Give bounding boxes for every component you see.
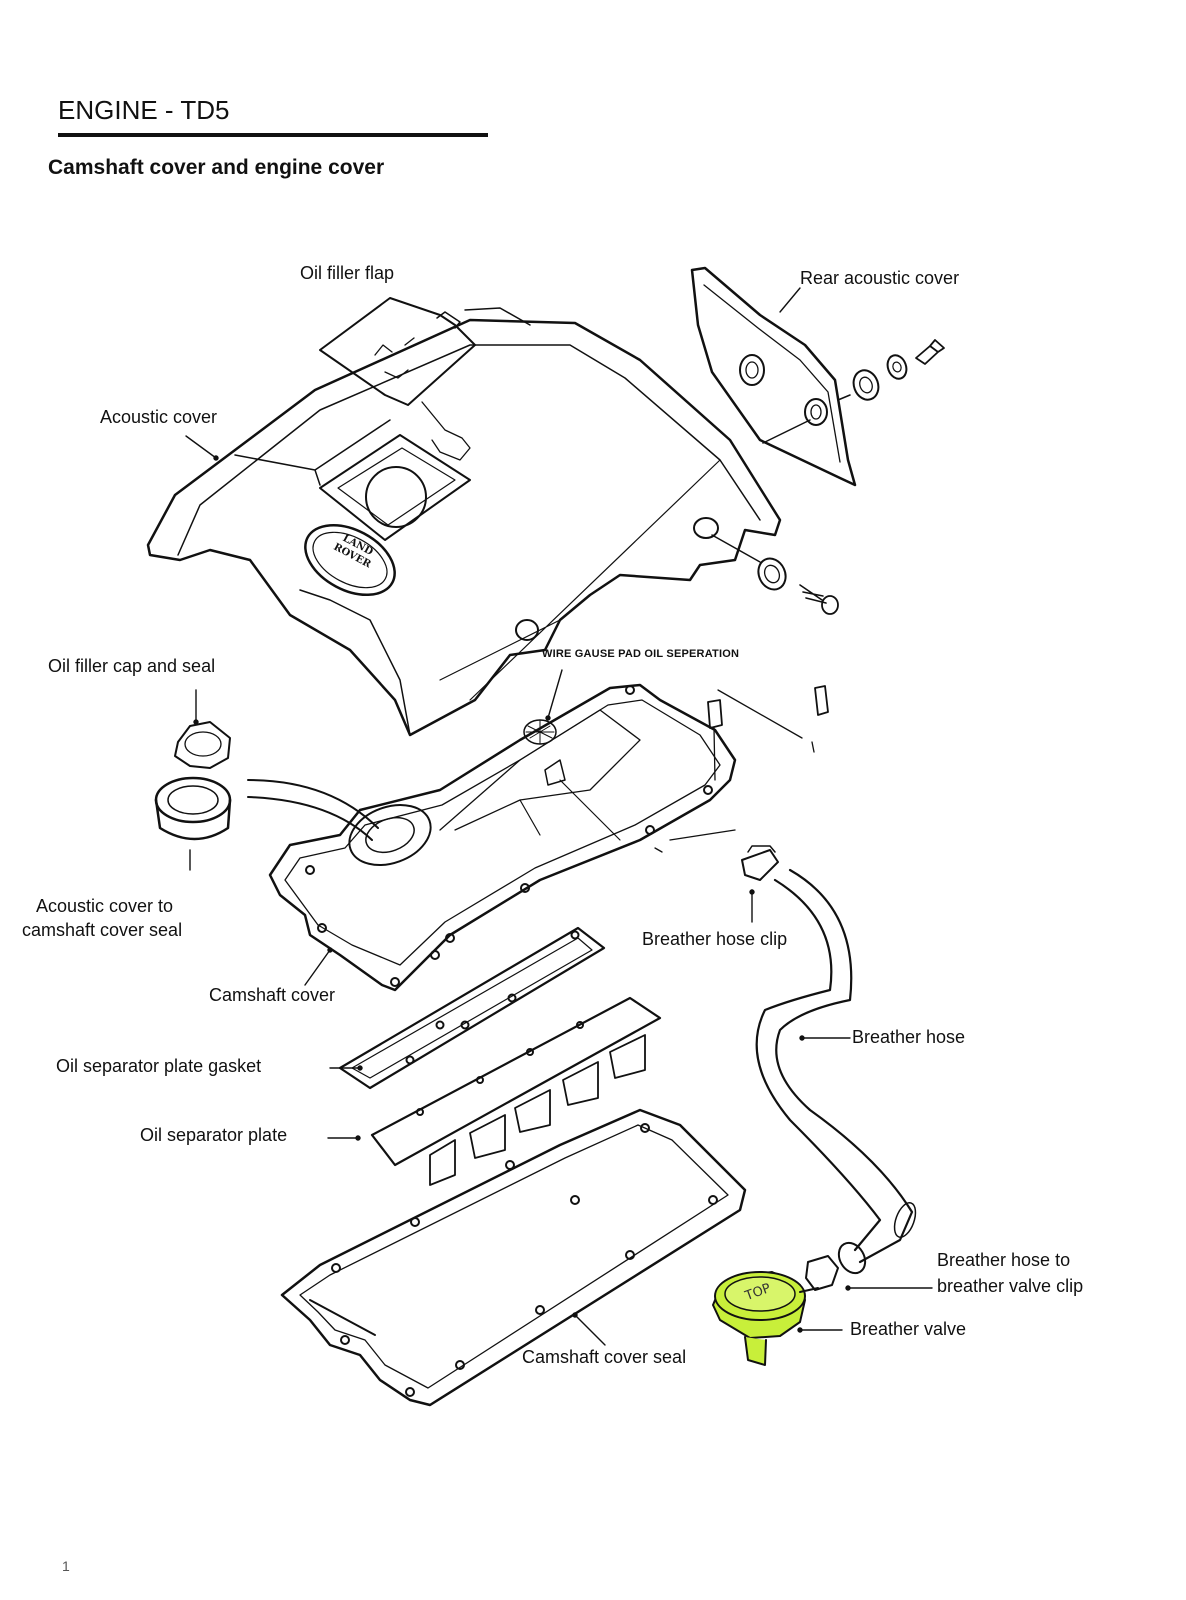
label-breather-valve: Breather valve [850, 1319, 967, 1339]
camshaft-cover-part [268, 683, 737, 992]
label-breather-valve-clip-line-2: breather valve clip [937, 1276, 1084, 1296]
label-breather-valve-clip-line-1: Breather hose to [937, 1250, 1071, 1270]
label-oil-separator-plate-gasket: Oil separator plate gasket [56, 1056, 262, 1076]
acoustic-cover-part [146, 318, 782, 737]
header-rule [58, 133, 488, 137]
label-acoustic-seal-line-1: Acoustic cover to [36, 896, 174, 916]
label-wire-gause-pad: WIRE GAUSE PAD OIL SEPERATION [542, 648, 740, 660]
label-breather-hose: Breather hose [852, 1027, 966, 1047]
label-breather-hose-clip: Breather hose clip [642, 929, 788, 949]
cover-bolts [654, 685, 829, 853]
rear-acoustic-cover-part [690, 266, 857, 487]
oil-separator-plate-part [370, 996, 662, 1186]
label-oil-filler-cap-and-seal: Oil filler cap and seal [48, 656, 216, 676]
wire-gause-pad-part [523, 719, 557, 745]
label-acoustic-cover: Acoustic cover [100, 407, 218, 427]
oil-separator-gasket-part [338, 926, 606, 1090]
oil-filler-cap-part [154, 721, 379, 841]
label-oil-filler-flap: Oil filler flap [300, 263, 395, 283]
section-title: ENGINE - TD5 [58, 95, 230, 125]
page-number: 1 [62, 1558, 70, 1574]
rear-fasteners [852, 339, 945, 401]
breather-valve-clip-part [805, 1255, 839, 1291]
breather-valve-part [712, 1271, 819, 1366]
label-acoustic-seal-line-2: camshaft cover seal [22, 920, 183, 940]
label-rear-acoustic-cover: Rear acoustic cover [800, 268, 960, 288]
label-camshaft-cover: Camshaft cover [209, 985, 336, 1005]
label-oil-separator-plate: Oil separator plate [140, 1125, 288, 1145]
breather-hose-clip-part [741, 845, 779, 881]
front-grommet-screw [711, 534, 839, 615]
breather-hose-part [755, 868, 917, 1275]
page-title: Camshaft cover and engine cover [48, 156, 385, 179]
camshaft-cover-seal-part [280, 1108, 747, 1407]
label-camshaft-cover-seal: Camshaft cover seal [522, 1347, 687, 1367]
leader-lines [185, 287, 933, 1346]
oil-filler-flap-part [319, 297, 531, 461]
